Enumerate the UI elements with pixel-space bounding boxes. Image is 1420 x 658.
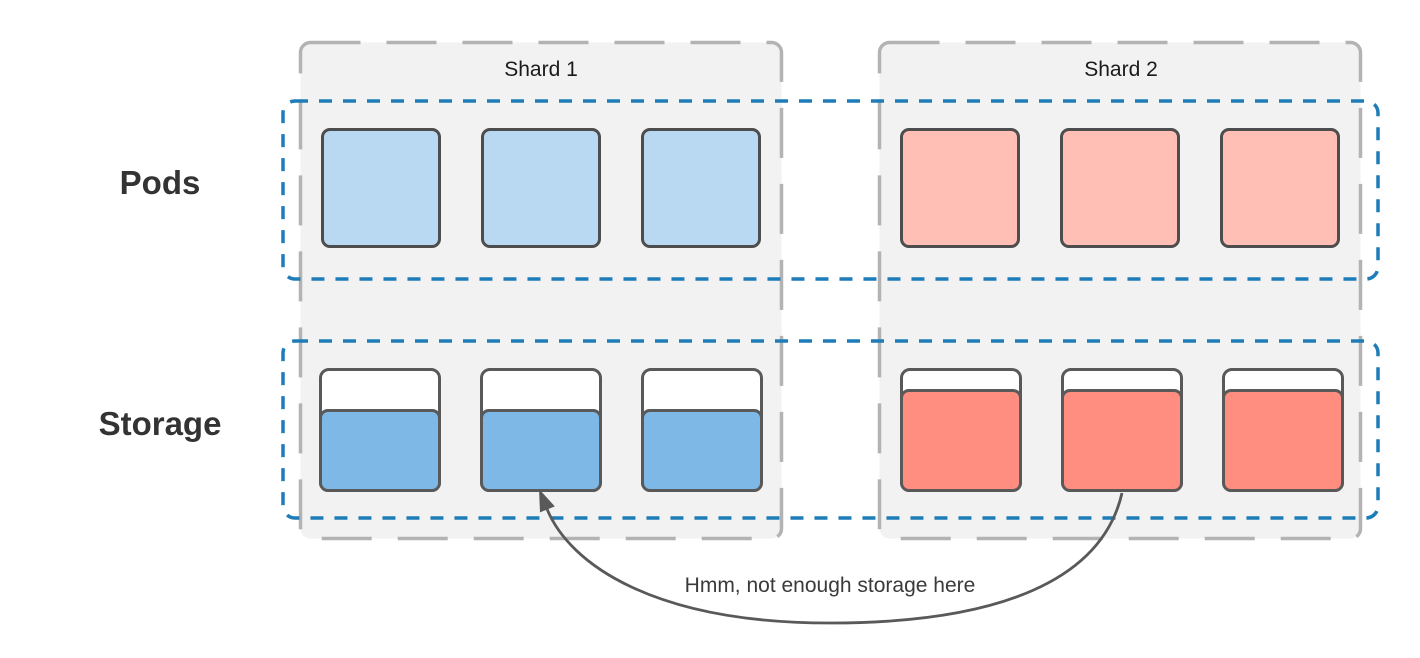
pod [321, 128, 441, 248]
storage-unit [1061, 368, 1183, 492]
storage-unit [480, 368, 602, 492]
pod [1060, 128, 1180, 248]
storage-unit [1222, 368, 1344, 492]
storage-fill-level [1061, 389, 1183, 492]
storage-fill-level [1222, 389, 1344, 492]
shard1-storage-row [319, 368, 763, 492]
storage-row-band [281, 339, 1380, 520]
storage-fill-level [319, 409, 441, 492]
storage-unit [900, 368, 1022, 492]
annotation-arrowhead-icon [539, 489, 555, 513]
shard2-storage-row [900, 368, 1344, 492]
annotation-text: Hmm, not enough storage here [684, 574, 976, 597]
storage-fill-level [641, 409, 763, 492]
annotation-arrow-curve [545, 492, 1124, 625]
storage-fill-level [900, 389, 1022, 492]
storage-unit [319, 368, 441, 492]
pod [1220, 128, 1340, 248]
storage-unit [641, 368, 763, 492]
shard2-pods-row [900, 128, 1340, 248]
storage-row-label: Storage [98, 405, 222, 442]
pod [641, 128, 761, 248]
pod [900, 128, 1020, 248]
pod [481, 128, 601, 248]
shard2-title: Shard 2 [1084, 58, 1158, 81]
pods-row-band [281, 99, 1380, 281]
shard1-title: Shard 1 [504, 58, 578, 81]
shard1-pods-row [321, 128, 761, 248]
storage-fill-level [480, 409, 602, 492]
pods-row-label: Pods [119, 164, 201, 201]
